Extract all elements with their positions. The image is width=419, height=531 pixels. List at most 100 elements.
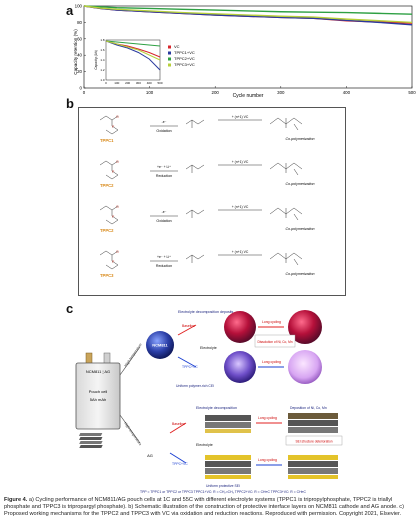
step-label: Oxidation [156,219,171,223]
inset-y-tick-label: 1.0 [100,78,105,82]
side-label-high-temp-2: High temperature [123,421,142,446]
y-tick-label: 0 [80,86,83,91]
anode-stack-baseline [205,415,251,433]
inset-x-tick-label: 0 [105,81,107,85]
inset-x-tick-label: 500 [157,81,162,85]
bottom-sei: Uniform protective SEI [206,484,240,488]
reagent-label: TPPC1 [100,138,114,143]
caption-lead: Figure 4. [4,497,28,503]
atom-label: P [112,125,115,129]
atom-label: P [112,170,115,174]
plot-frame [83,5,413,89]
vc-label: + (n+1) VC [232,160,249,164]
inset-x-tick-label: 100 [114,81,119,85]
top-long-cycling-2: Long cycling [262,360,281,364]
x-tick-label: 200 [212,90,220,95]
bottom-long-cycling-1: Long cycling [258,416,277,420]
ag-label: AG [147,453,153,458]
legend-swatch [168,51,171,55]
atom-label: P [112,215,115,219]
y-tick-label: 20 [77,69,82,74]
reagent-structure: OP [99,250,119,270]
x-tick-label: 500 [408,90,416,95]
inset-series-line [105,40,161,47]
bond-lines [99,160,119,180]
step-sign: +e⁻ + Li⁺ [157,165,171,169]
anode-branch: AG Baseline TPPC+VC Electrolyte decompos… [78,406,343,488]
legend-swatch [168,45,171,49]
top-dissolution: Dissolution of Ni, Co, Mn [257,340,292,344]
chart-xlabel: Cycle number [233,93,264,99]
product-label: Co-polymerization [286,227,315,231]
cell-label-2: 5Ah mAh [90,397,106,402]
x-tick-label: 400 [343,90,351,95]
atom-label: P [112,260,115,264]
intermediate-structure [185,209,205,218]
atom-label: O [116,160,119,164]
bottom-electrolyte: Electrolyte [196,443,213,447]
y-tick-label: 40 [77,53,82,58]
y-tick-label: 80 [77,20,82,25]
product-structure [269,162,303,176]
product-label: Co-polymerization [286,182,315,186]
reagent-structure: OP [99,115,119,135]
bottom-baseline: Baseline [172,422,185,426]
reaction-scheme-box [78,107,346,296]
inset-x-tick-label: 400 [147,81,152,85]
x-tick-label: 300 [277,90,285,95]
atom-label: O [116,250,119,254]
figure-caption: Figure 4. a) Cycling performance of NCM8… [4,497,416,518]
inset-ylabel: Capacity (Ah) [94,50,98,69]
x-tick-label: 0 [83,90,86,95]
step-label: Oxidation [156,129,171,133]
reagent-label: TPPC2 [100,228,114,233]
intermediate-structure [185,254,205,263]
top-cei: Uniform polymer-rich CEI [176,384,214,388]
bond-lines [99,250,119,270]
series-line [83,5,413,15]
x-tick-label: 100 [146,90,154,95]
atom-label: O [116,115,119,119]
legend-swatch [168,57,171,61]
cell-title: NCM811 ¦ AG [86,369,110,374]
top-baseline: Baseline [182,324,195,328]
inset-y-tick-label: 1.8 [100,38,105,42]
step-sign: -e⁻ [162,210,167,214]
step-sign: -e⁻ [162,120,167,124]
legend-label: VC [174,44,180,49]
bottom-long-cycling-2: Long cycling [258,458,277,462]
top-tppc: TPPC+VC [182,365,198,369]
bond-lines [99,205,119,225]
bottom-deposition: Deposition of Ni, Co, Mn [290,406,327,410]
step-sign: +e⁻ + Li⁺ [157,255,171,259]
reagent-label: TPPC3 [100,273,114,278]
legend-label: TPPC2+VC [174,56,195,61]
mechanism-illustration: NCM811 ¦ AG Pouch cell 5Ah mAh High temp… [75,310,343,494]
reagent-structure: OP [99,160,119,180]
anode-stack-protected [288,455,338,479]
product-structure [269,207,303,221]
ncm811-label: NCM811 [152,343,168,348]
inset-series-line [105,40,161,71]
pouch-cell: NCM811 ¦ AG Pouch cell 5Ah mAh [75,352,121,430]
top-electrolyte-decomp: Electrolyte decomposition deposits [178,310,234,314]
atom-label: O [116,205,119,209]
bottom-sei-deterioration: SEI structure deterioration [295,440,332,444]
inset-y-tick-label: 1.6 [100,48,105,52]
product-structure [269,252,303,266]
legend-footer: TPP = TPPC1 or TPPC2 or TPPC3 TPPC1+VC: … [140,490,306,494]
top-long-cycling-1: Long cycling [262,320,281,324]
bond-lines [99,115,119,135]
series-line [83,5,413,24]
inset-x-tick-label: 300 [136,81,141,85]
inset-y-tick-label: 1.2 [100,68,105,72]
legend-label: TPPC1+VC [174,50,195,55]
bottom-tppc: TPPC+VC [172,462,188,466]
anode-stack-tppc [205,455,251,479]
inset-x-tick-label: 200 [125,81,130,85]
vc-label: + (n+1) VC [232,250,249,254]
bottom-electrolyte-decomp: Electrolyte decomposition [196,406,237,410]
side-label-high-temp-1: High temperature [124,343,143,368]
